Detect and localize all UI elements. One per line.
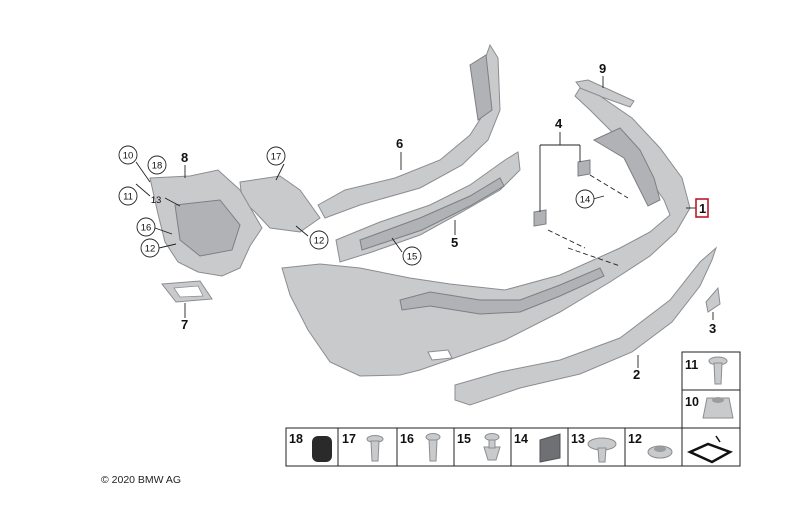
grid-label-10: 10 — [685, 395, 699, 409]
plain-callouts: 9 6 4 5 8 7 2 3 — [181, 61, 716, 382]
leader-lines — [135, 76, 714, 368]
part-2-diffuser[interactable] — [454, 246, 718, 406]
push-clip-13-icon — [587, 437, 617, 463]
callout-12-right: 12 — [314, 236, 325, 247]
grid-label-15: 15 — [457, 432, 471, 446]
circled-callouts: 10 18 11 13 16 12 17 12 15 14 — [118, 145, 595, 266]
callout-16: 16 — [141, 223, 152, 234]
callout-8: 8 — [181, 150, 188, 165]
callout-10: 10 — [123, 151, 134, 162]
screw-16-icon — [425, 433, 441, 462]
grid-label-16: 16 — [400, 432, 414, 446]
grid-label-18: 18 — [289, 432, 303, 446]
pad-14-icon — [539, 433, 561, 463]
grommet-18-icon — [312, 436, 332, 462]
part-8-side-bracket[interactable] — [149, 169, 263, 277]
rivet-15-icon — [483, 433, 501, 461]
callout-4: 4 — [555, 116, 563, 131]
gasket-icon — [686, 435, 734, 464]
callout-14: 14 — [580, 195, 591, 206]
grid-label-14: 14 — [514, 432, 528, 446]
part-5-absorber[interactable] — [335, 151, 521, 263]
grid-label-13: 13 — [571, 432, 585, 446]
callout-3: 3 — [709, 321, 716, 336]
part-3-reflector[interactable] — [705, 286, 721, 313]
callout-17: 17 — [271, 152, 282, 163]
callout-12-left: 12 — [145, 244, 156, 255]
callout-5: 5 — [451, 235, 458, 250]
grid-label-12: 12 — [628, 432, 642, 446]
callout-1-highlight[interactable]: 1 — [695, 198, 709, 218]
grid-label-11: 11 — [685, 358, 698, 372]
grid-label-17: 17 — [342, 432, 356, 446]
callout-13: 13 — [151, 195, 162, 206]
cap-nut-12-icon — [647, 445, 673, 459]
fastener-grid: 11 10 18 17 16 15 14 13 12 — [285, 351, 741, 467]
part-6-upper-rail[interactable] — [317, 43, 501, 219]
part-1-bumper-cover[interactable] — [281, 87, 691, 377]
callout-1: 1 — [699, 201, 706, 216]
callout-18: 18 — [152, 161, 163, 172]
callout-9: 9 — [599, 61, 606, 76]
callout-11: 11 — [123, 192, 133, 203]
copyright-text: © 2020 BMW AG — [101, 474, 181, 486]
callout-6: 6 — [396, 136, 403, 151]
screw-11-icon — [708, 356, 728, 385]
part-4-clips[interactable] — [533, 159, 591, 227]
callout-7: 7 — [181, 317, 188, 332]
clip-nut-10-icon — [702, 397, 734, 419]
screw-17-icon — [366, 435, 384, 462]
callout-2: 2 — [633, 367, 640, 382]
fastener-icons — [312, 356, 734, 464]
callout-15: 15 — [407, 252, 418, 263]
part-7-reflector[interactable] — [161, 280, 213, 303]
